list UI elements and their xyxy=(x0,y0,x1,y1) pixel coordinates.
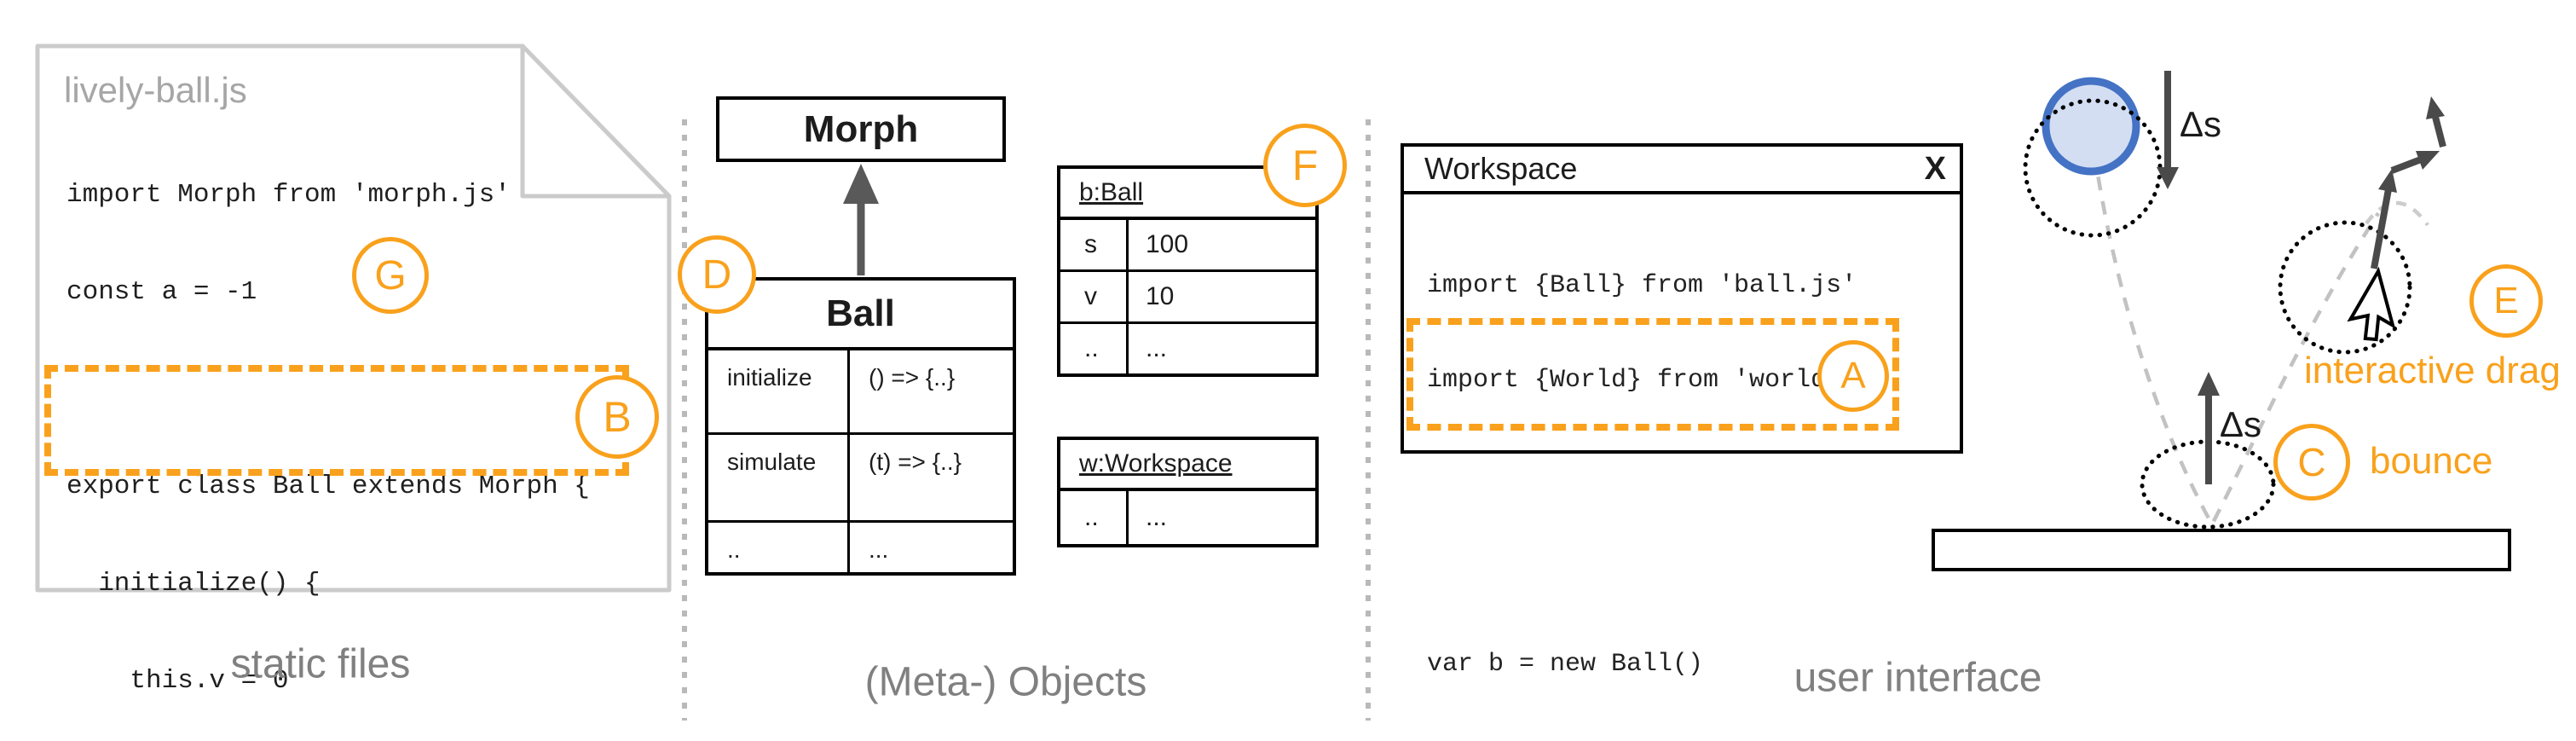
section-label-meta-objects: (Meta-) Objects xyxy=(864,659,1147,705)
workspace-instance-title: w:Workspace xyxy=(1060,440,1315,491)
ball-instance-title: b:Ball xyxy=(1060,169,1315,220)
code-line: initialize() { xyxy=(66,569,321,599)
mouse-cursor-icon[interactable] xyxy=(2346,266,2412,347)
delta-s-bounce-label: Δs xyxy=(2220,404,2262,444)
ball-sprite[interactable] xyxy=(2042,77,2140,176)
annotation-c-letter: C xyxy=(2297,440,2326,484)
interactive-drag-label: interactive drag xyxy=(2304,350,2561,391)
morph-class-box[interactable]: Morph xyxy=(716,96,1006,162)
drag-vector-1-shaft xyxy=(2371,188,2392,269)
field-value-cell: 10 xyxy=(1129,272,1315,324)
trajectory-path xyxy=(2088,127,2380,529)
annotation-b-badge: B xyxy=(575,375,659,459)
method-value-cell: () => {..} xyxy=(850,350,1013,435)
drag-vector-2-shaft xyxy=(2390,156,2423,174)
annotation-a-letter: A xyxy=(1840,355,1866,397)
annotation-a-badge: A xyxy=(1817,340,1889,412)
code-line: this.v = 0 xyxy=(66,666,289,696)
morph-class-name: Morph xyxy=(803,107,919,150)
annotation-b-letter: B xyxy=(603,393,632,441)
method-name-cell: simulate xyxy=(708,435,850,523)
annotation-d-letter: D xyxy=(702,252,732,298)
workspace-code-line: var b = new Ball() xyxy=(1427,650,1704,679)
close-button[interactable]: X xyxy=(1924,150,1946,187)
ball-class-table[interactable]: Ball initialize () => {..} simulate (t) … xyxy=(705,277,1016,576)
field-name-cell: v xyxy=(1060,272,1129,324)
annotation-d-badge: D xyxy=(678,235,756,314)
drag-vector-3-head-icon xyxy=(2426,96,2445,119)
field-value-cell: ... xyxy=(1146,503,1168,531)
delta-s-down-arrow-head-icon xyxy=(2157,167,2179,189)
field-name-cell: s xyxy=(1060,220,1129,272)
annotation-b-box xyxy=(44,365,629,476)
annotation-f-badge: F xyxy=(1263,124,1347,207)
ground-rect xyxy=(1932,529,2511,571)
file-page-fold-icon xyxy=(520,43,672,199)
hop-arc-path xyxy=(2365,200,2429,227)
delta-s-up-arrow-head-icon xyxy=(2198,372,2220,396)
code-line: export class Ball extends Morph { xyxy=(66,472,590,501)
drag-vector-2-head-icon xyxy=(2416,151,2440,170)
method-name-cell: initialize xyxy=(708,350,850,435)
drag-vector-1-head-icon xyxy=(2378,169,2397,193)
file-code-block: import Morph from 'morph.js' const a = -… xyxy=(66,114,590,741)
section-divider-right xyxy=(1366,119,1371,721)
annotation-c-badge: C xyxy=(2273,424,2350,501)
ball-instance-table[interactable]: b:Ball s 100 v 10 .. ... xyxy=(1057,165,1319,377)
workspace-titlebar[interactable]: Workspace X xyxy=(1404,147,1960,194)
ghost-circle-drag xyxy=(2278,220,2412,355)
field-value-cell: 100 xyxy=(1129,220,1315,272)
workspace-code-line xyxy=(1427,460,1887,491)
workspace-instance-table[interactable]: w:Workspace .. ... xyxy=(1057,437,1319,547)
delta-s-fall-label: Δs xyxy=(2180,104,2222,144)
workspace-window-title: Workspace xyxy=(1424,151,1578,186)
annotation-g-letter: G xyxy=(374,252,407,298)
file-name: lively-ball.js xyxy=(64,70,247,110)
annotation-f-letter: F xyxy=(1291,142,1319,189)
code-line: import Morph from 'morph.js' xyxy=(66,180,511,210)
ball-class-title: Ball xyxy=(708,281,1013,350)
workspace-code-line xyxy=(1427,554,1887,586)
file-page xyxy=(35,43,672,593)
code-line: const a = -1 xyxy=(66,277,257,307)
annotation-g-badge: G xyxy=(352,237,429,314)
inheritance-arrow-head-icon xyxy=(843,164,879,204)
field-name-cell: .. xyxy=(1060,491,1129,544)
field-name-cell: .. xyxy=(1060,324,1129,373)
section-label-user-interface: user interface xyxy=(1793,655,2042,701)
section-divider-left xyxy=(682,119,687,721)
workspace-code-block[interactable]: import {Ball} from 'ball.js' import {Wor… xyxy=(1427,207,1887,741)
bounce-label: bounce xyxy=(2370,440,2493,482)
annotation-e-letter: E xyxy=(2493,280,2519,321)
field-value-cell: ... xyxy=(1146,334,1168,362)
section-label-static-files: static files xyxy=(230,641,411,687)
method-value-cell: (t) => {..} xyxy=(850,435,1013,523)
method-value-cell: ... xyxy=(869,536,889,563)
annotation-a-box xyxy=(1406,318,1899,431)
annotation-e-badge: E xyxy=(2469,264,2543,338)
drag-vector-3-shaft xyxy=(2432,116,2446,148)
method-name-cell: .. xyxy=(708,523,850,572)
workspace-code-line: import {Ball} from 'ball.js' xyxy=(1427,271,1857,300)
